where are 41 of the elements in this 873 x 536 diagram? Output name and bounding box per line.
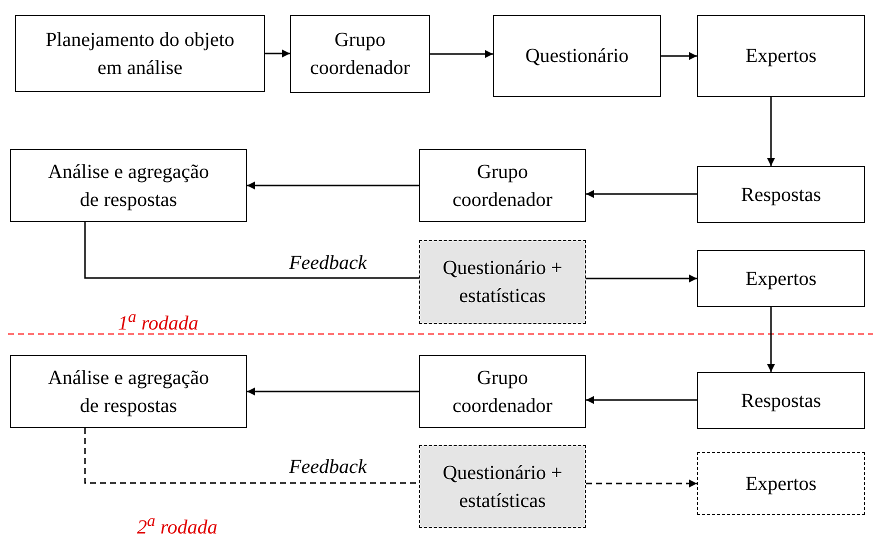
- node-text: Planejamento do objeto em análise: [44, 28, 236, 80]
- data-box: [419, 445, 586, 528]
- process-box: [290, 15, 430, 93]
- arrow: [247, 182, 419, 190]
- arrow: [661, 52, 697, 60]
- arrow: [586, 274, 697, 282]
- process-box: [697, 250, 865, 307]
- node-text: Respostas: [741, 182, 821, 208]
- node-text: Expertos: [745, 44, 817, 69]
- arrow: [586, 396, 697, 404]
- data-box: [419, 240, 586, 324]
- arrow: [586, 480, 697, 488]
- round-label: 2$^{a}$ rodada: [137, 511, 218, 536]
- node-text: Questionário + estatísticas: [442, 460, 564, 514]
- node-text: Questionário + estatísticas: [442, 256, 564, 309]
- round-label: 1$^{a}$ rodada: [118, 307, 198, 336]
- process-box: [697, 452, 865, 515]
- node-text: Grupo coordenador: [452, 160, 554, 212]
- process-box: [697, 15, 865, 97]
- node-text: Expertos: [745, 472, 817, 496]
- node-text: Análise e agregação de respostas: [46, 366, 210, 418]
- arrow: [265, 50, 290, 58]
- process-box: [697, 166, 865, 223]
- process-box: [15, 15, 265, 92]
- process-box: [697, 372, 865, 429]
- node-text: Respostas: [741, 388, 821, 414]
- node-text: Questionário: [525, 44, 629, 69]
- node-text: Grupo coordenador: [309, 28, 411, 81]
- process-box: [10, 149, 247, 222]
- arrow: [586, 190, 697, 198]
- arrow: [247, 388, 419, 396]
- arrow: [767, 97, 775, 166]
- arrow: [430, 50, 493, 58]
- process-box: [419, 149, 586, 222]
- node-text: Grupo coordenador: [452, 366, 554, 418]
- process-box: [493, 15, 661, 97]
- node-text: Análise e agregação de respostas: [46, 160, 210, 212]
- node-text: Expertos: [745, 266, 817, 292]
- process-box: [10, 355, 247, 428]
- arrow: [767, 307, 775, 372]
- process-box: [419, 355, 586, 428]
